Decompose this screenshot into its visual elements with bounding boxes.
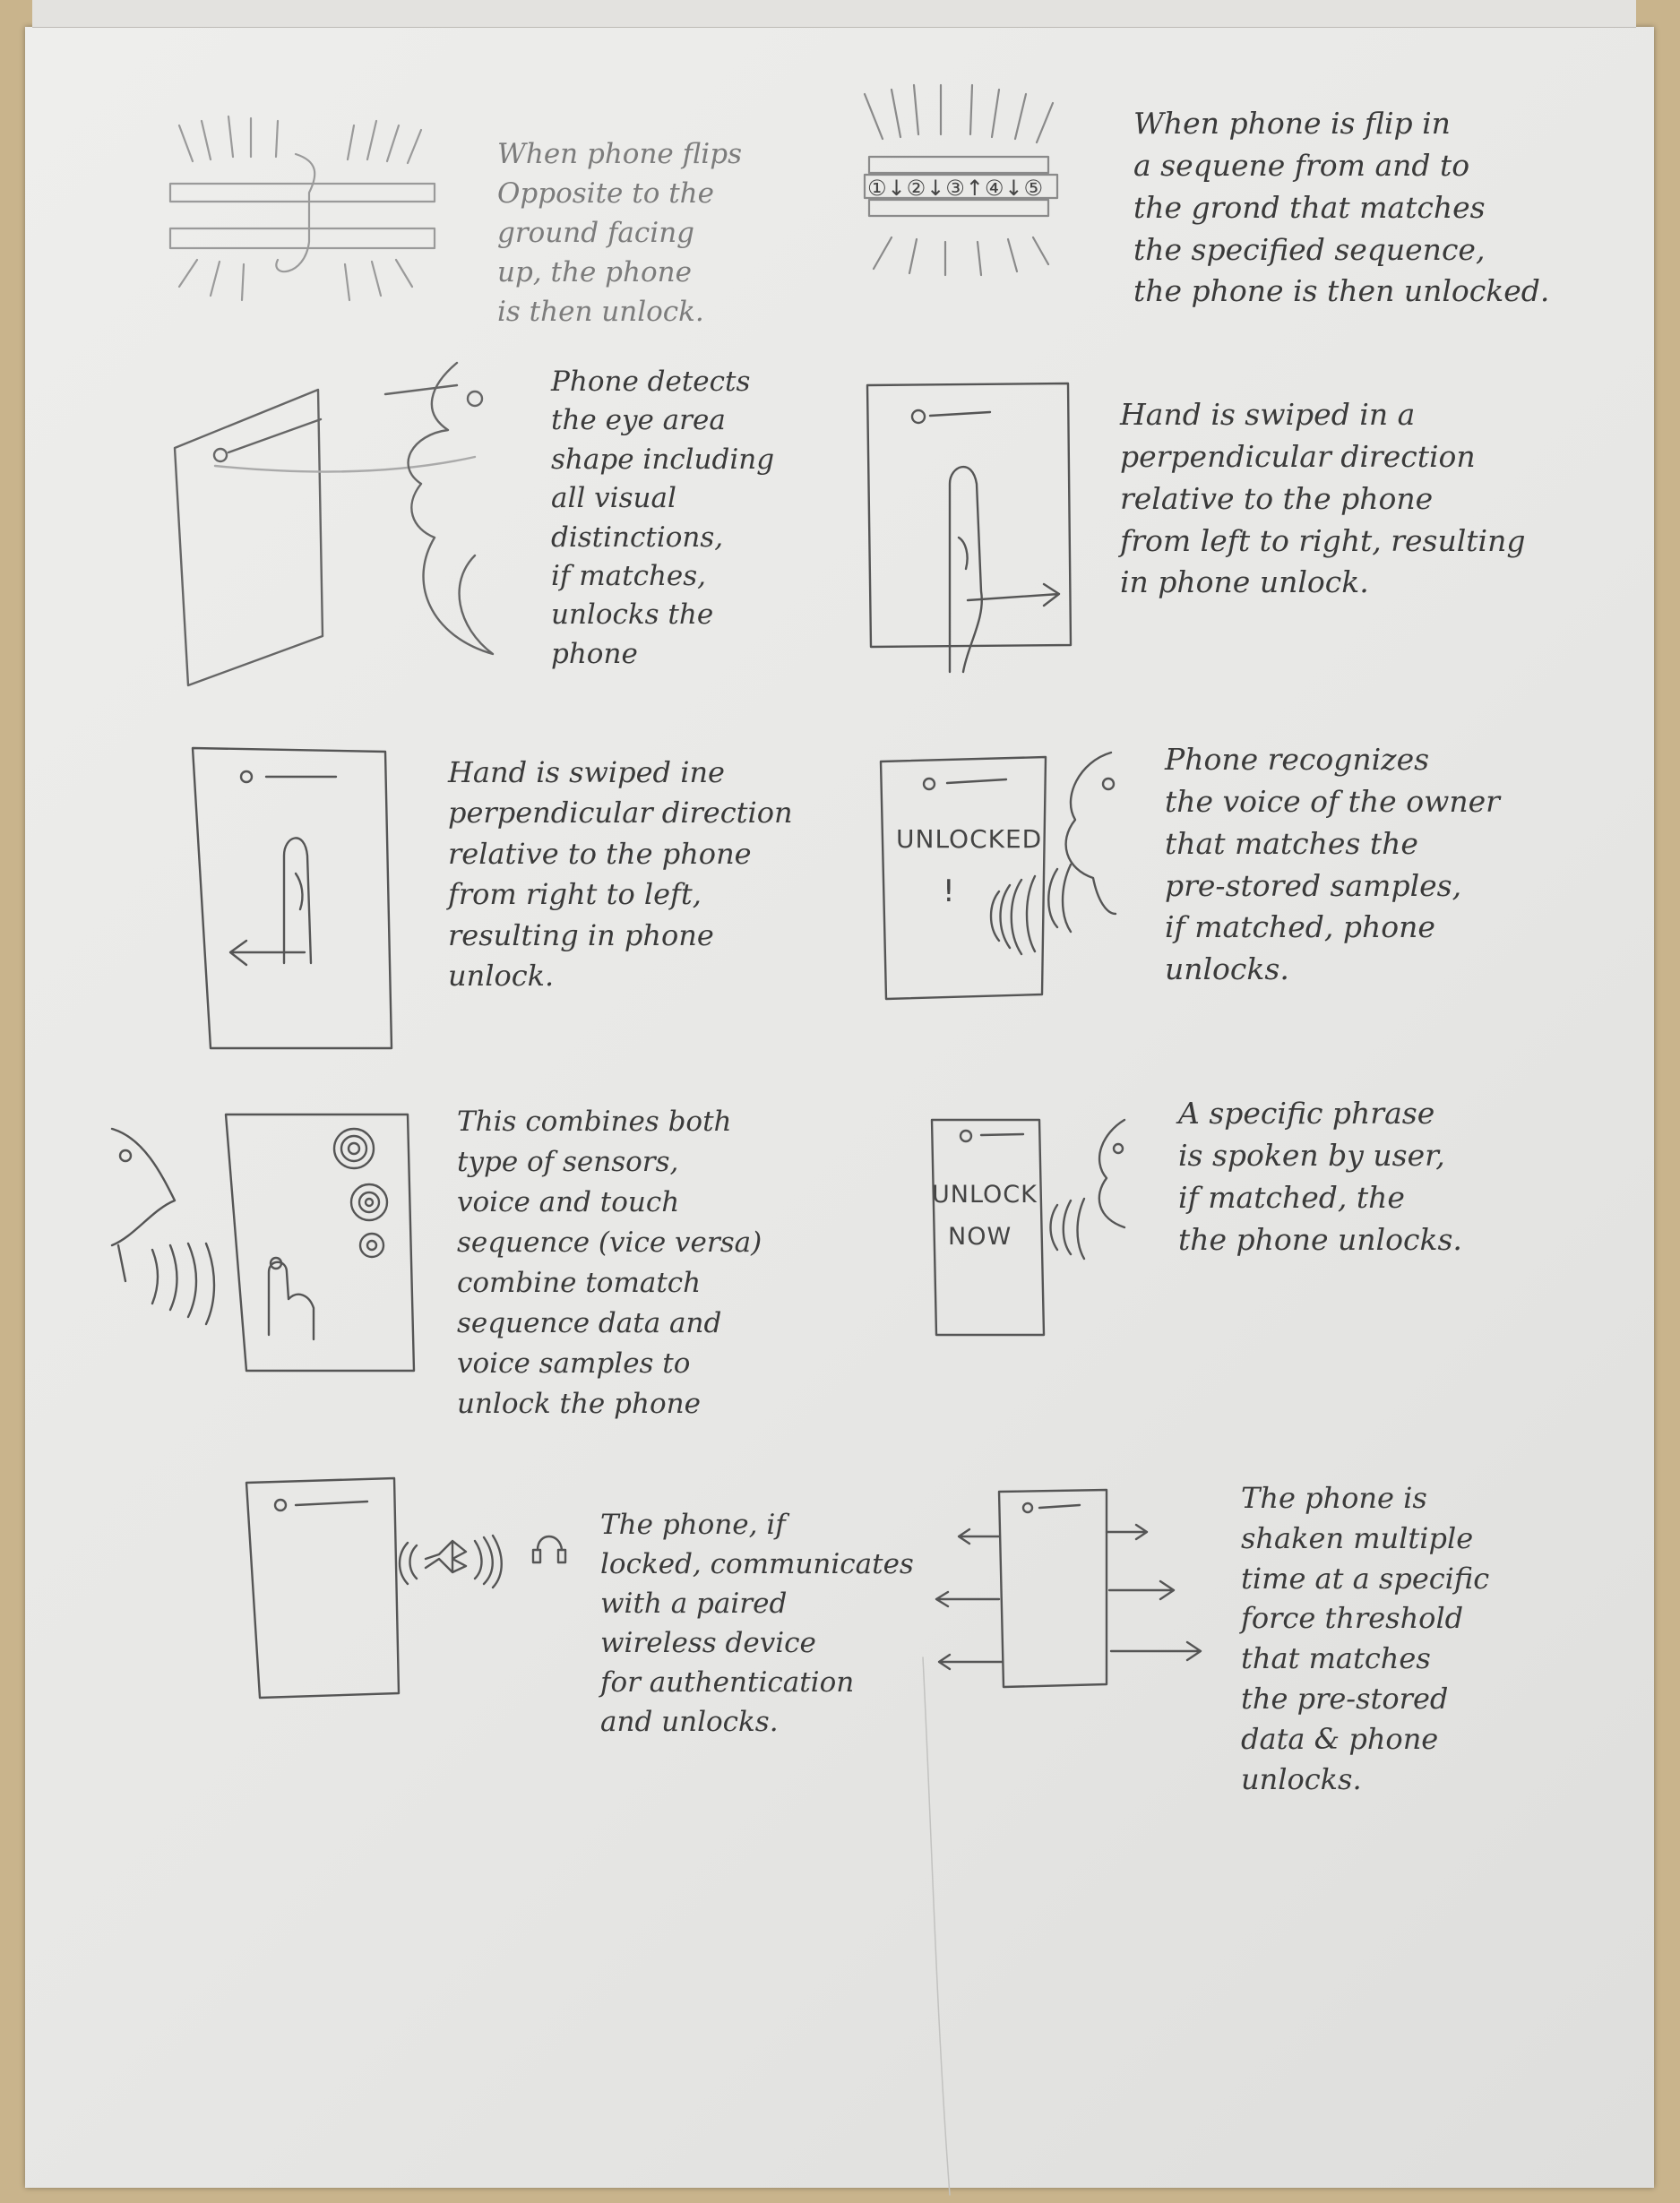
notepad-top-edge: [32, 0, 1636, 28]
caption-swipe-left-unlock: Hand is swiped ine perpendicular directi…: [448, 755, 793, 994]
flip-sequence-sketch: [863, 83, 1059, 277]
swipe-left-sketch: [191, 746, 393, 1050]
caption-flip-unlock: When phone flips Opposite to the ground …: [497, 138, 742, 329]
unlocked-mark: !: [943, 873, 956, 909]
page-fold-line: [922, 1657, 951, 2196]
shake-unlock-sketch: [935, 1488, 1202, 1689]
caption-swipe-right-unlock: Hand is swiped in a perpendicular direct…: [1120, 397, 1526, 600]
caption-shake-unlock: The phone is shaken multiple time at a s…: [1241, 1481, 1490, 1796]
sketch-paper-sheet: [25, 27, 1654, 2188]
caption-eye-unlock: Phone detects the eye area shape includi…: [551, 366, 775, 670]
voice-unlock-sketch: [879, 751, 1117, 1001]
wireless-unlock-sketch: [245, 1476, 567, 1700]
voice-touch-sketch: [110, 1113, 416, 1373]
swipe-right-sketch: [866, 382, 1073, 674]
caption-wireless-unlock: The phone, if locked, communicates with …: [600, 1509, 914, 1739]
flip-unlock-sketch: [168, 115, 436, 302]
caption-phrase-unlock: A specific phrase is spoken by user, if …: [1178, 1096, 1462, 1257]
unlocked-screen-label: UNLOCKED: [896, 824, 1043, 854]
phrase-unlock-sketch: [930, 1118, 1126, 1337]
unlock-now-line1: UNLOCK: [932, 1181, 1038, 1209]
caption-voice-touch-unlock: This combines both type of sensors, voic…: [457, 1106, 762, 1420]
unlock-now-line2: NOW: [948, 1223, 1012, 1251]
eye-detection-sketch: [173, 361, 495, 687]
flip-sequence-marks: ①↓②↓③↑④↓⑤: [867, 176, 1045, 201]
caption-voice-unlock: Phone recognizes the voice of the owner …: [1165, 742, 1500, 987]
caption-flip-sequence-unlock: When phone is flip in a sequene from and…: [1133, 106, 1550, 309]
